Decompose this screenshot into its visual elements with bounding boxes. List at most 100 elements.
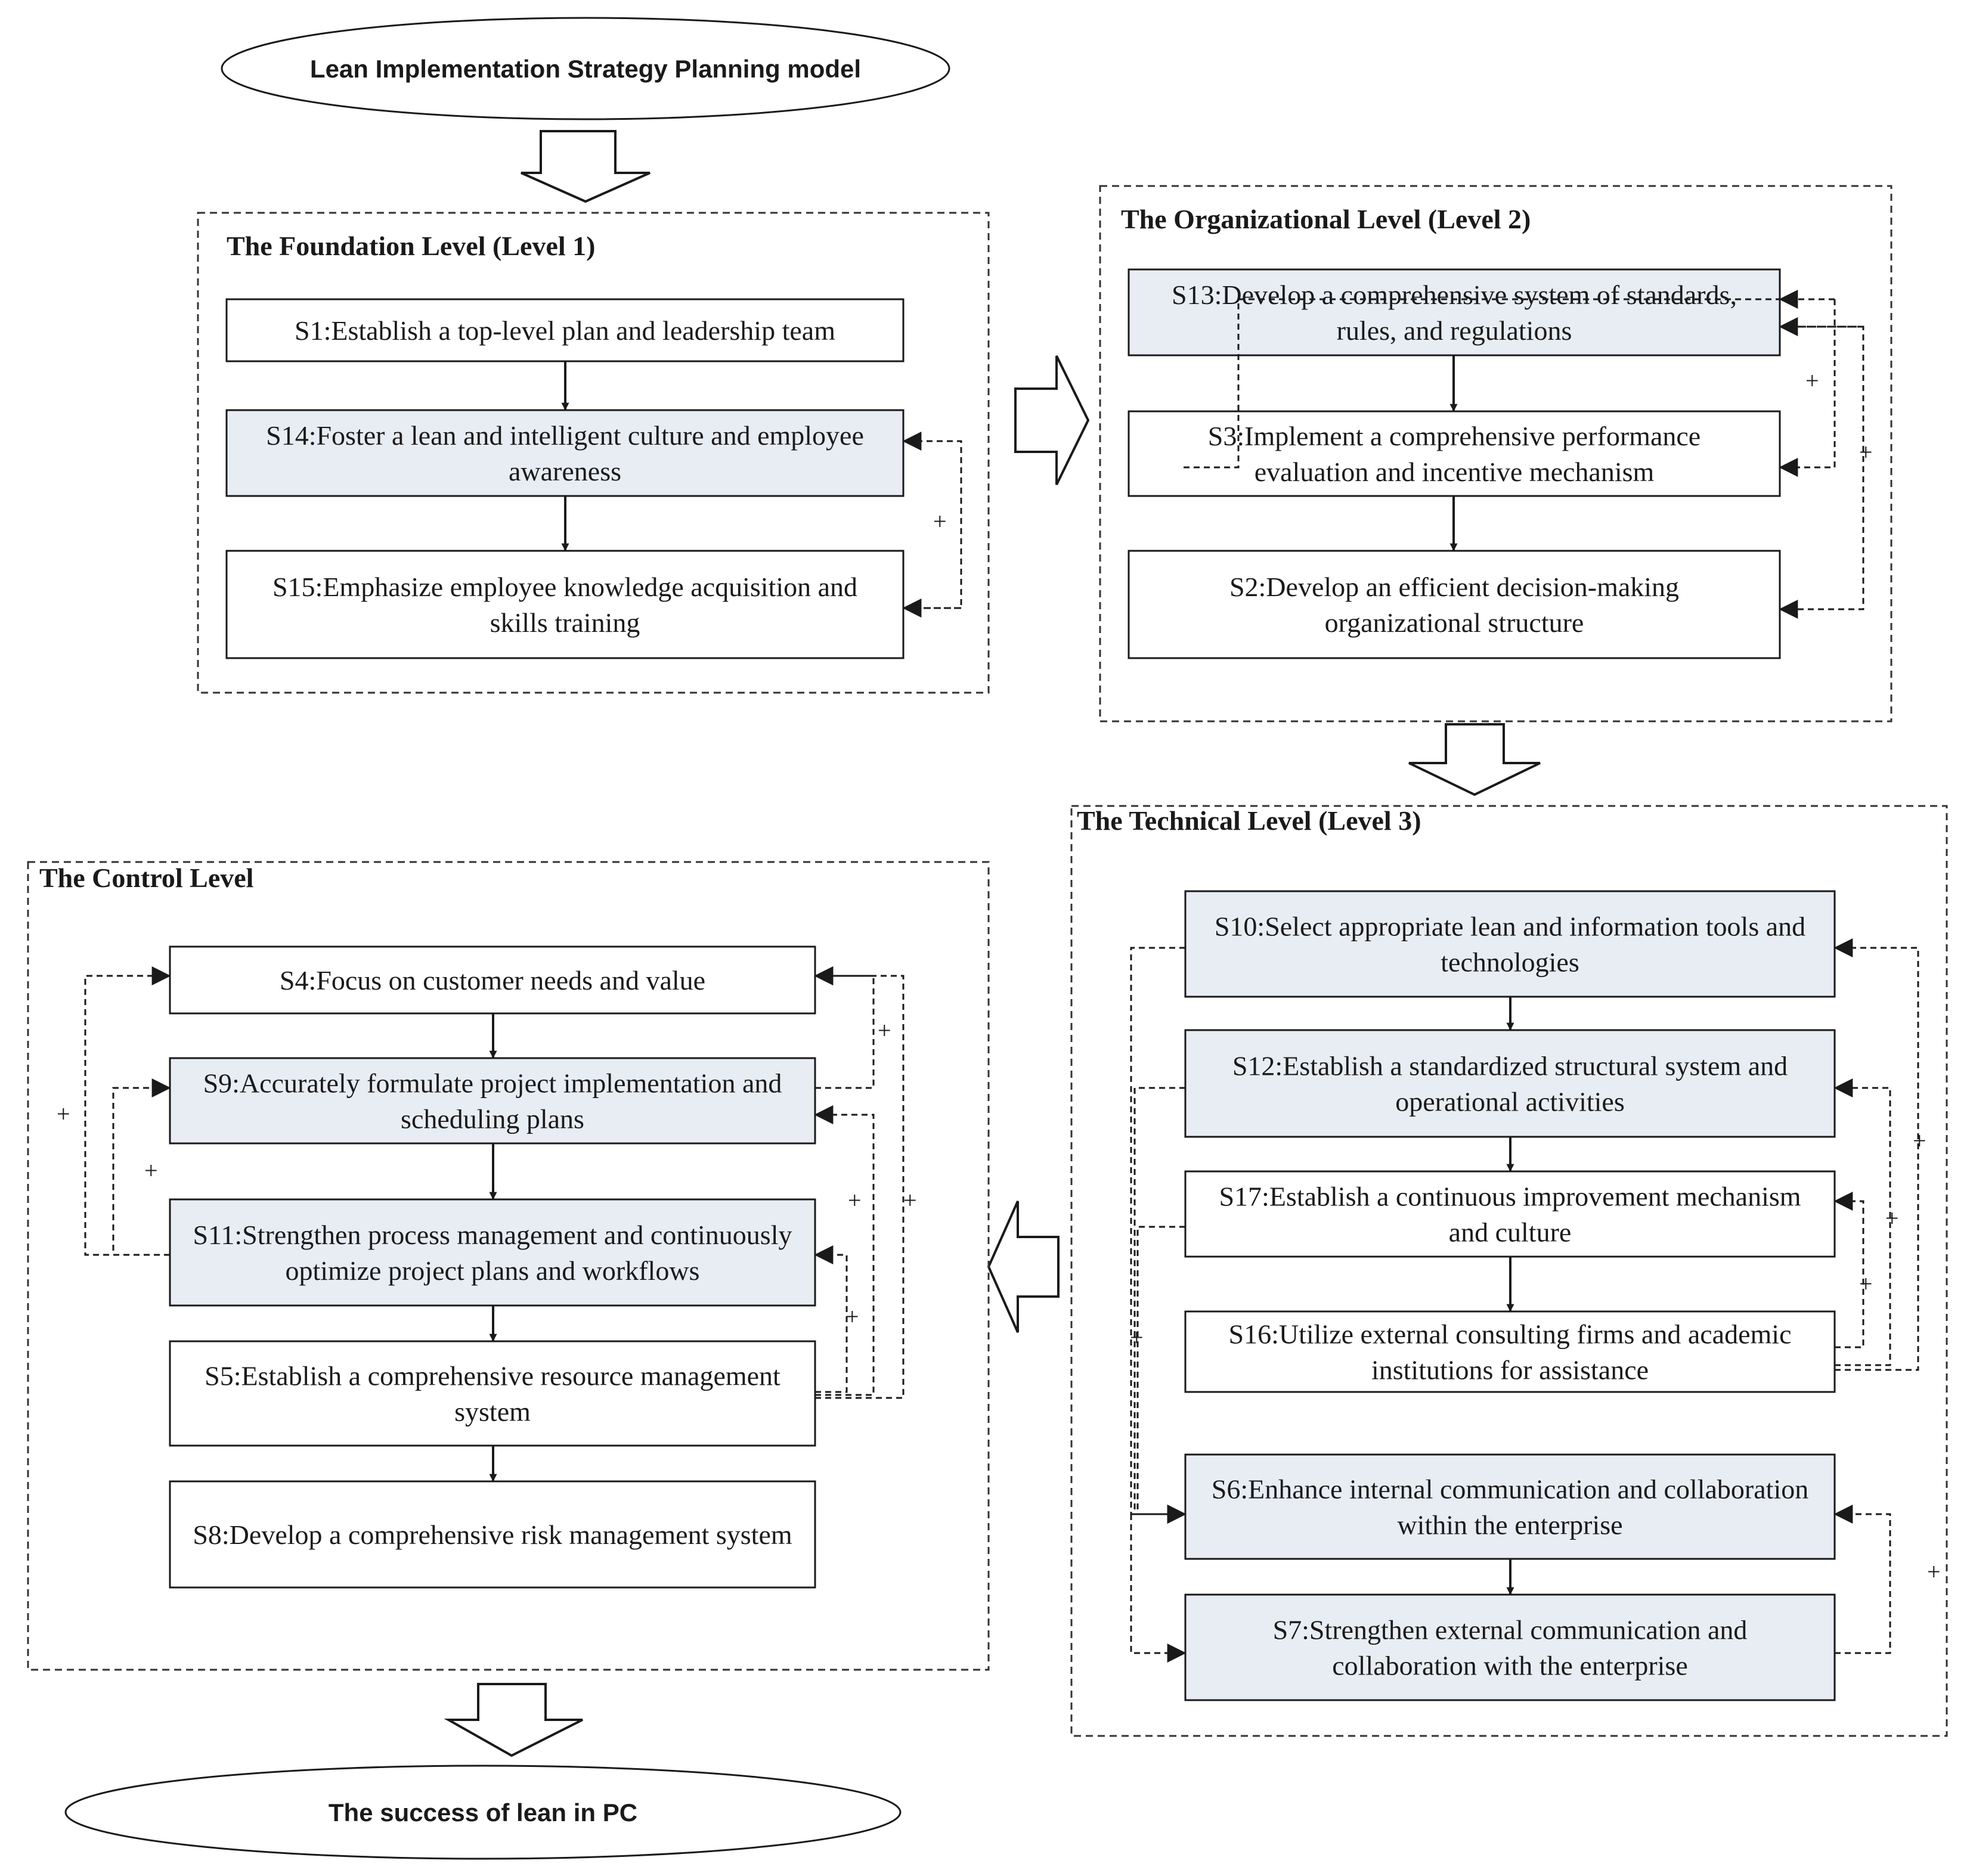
feedback-trunk-s7	[1130, 1514, 1187, 1663]
strategy-box-s6	[1184, 1453, 1836, 1560]
feedback-s13-s3-loop	[1779, 299, 1836, 477]
plus-sign: +	[848, 1187, 862, 1214]
strategy-box-s12	[1184, 1029, 1836, 1138]
plus-sign: +	[1130, 1324, 1144, 1351]
transition-arrow-start-to-foundation	[521, 130, 651, 203]
strategy-label-s2: S2:Develop an efficient decision-making	[1229, 572, 1679, 602]
strategy-s3: S3:Implement a comprehensive performance…	[1128, 410, 1781, 497]
strategy-label-s9: scheduling plans	[401, 1104, 584, 1134]
strategy-s14: S14:Foster a lean and intelligent cultur…	[225, 409, 905, 497]
strategy-label-s6: within the enterprise	[1397, 1510, 1622, 1540]
strategy-s11: S11:Strengthen process management and co…	[169, 1198, 816, 1307]
strategy-label-s10: technologies	[1441, 947, 1579, 978]
plus-sign: +	[1859, 439, 1873, 466]
strategy-s8: S8:Develop a comprehensive risk manageme…	[169, 1480, 816, 1589]
strategy-label-s17: and culture	[1449, 1217, 1572, 1248]
transition-arrow-control-to-end	[444, 1683, 583, 1757]
strategy-box-s2	[1128, 550, 1781, 659]
strategy-label-s11: optimize project plans and workflows	[286, 1255, 700, 1286]
strategy-label-s12: S12:Establish a standardized structural …	[1232, 1051, 1788, 1081]
transition-arrow-technical-to-control	[987, 1201, 1060, 1333]
strategy-s4: S4:Focus on customer needs and value	[169, 945, 816, 1015]
strategy-box-s16	[1184, 1310, 1836, 1393]
strategy-label-s9: S9:Accurately formulate project implemen…	[203, 1068, 782, 1099]
feedback-s16-s17	[1833, 1192, 1864, 1348]
strategy-label-s7: S7:Strengthen external communication and	[1273, 1615, 1748, 1645]
strategy-s6: S6:Enhance internal communication and co…	[1184, 1453, 1836, 1560]
strategy-box-s13	[1128, 268, 1781, 356]
strategy-label-s7: collaboration with the enterprise	[1332, 1651, 1688, 1681]
feedback-s16-s10	[1833, 938, 1919, 1371]
end-label: The success of lean in PC	[329, 1799, 637, 1827]
strategy-s15: S15:Emphasize employee knowledge acquisi…	[225, 550, 905, 659]
feedback-s5-s11	[814, 1245, 848, 1393]
strategy-label-s2: organizational structure	[1325, 607, 1584, 638]
main-flow-arrows	[489, 355, 1514, 1595]
start-node: Lean Implementation Strategy Planning mo…	[221, 17, 950, 120]
plus-sign: +	[1805, 367, 1819, 394]
plus-sign: +	[878, 1017, 891, 1044]
strategy-s1: S1:Establish a top-level plan and leader…	[225, 298, 905, 362]
strategy-label-s15: S15:Emphasize employee knowledge acquisi…	[272, 572, 857, 602]
strategy-s12: S12:Establish a standardized structural …	[1184, 1029, 1836, 1138]
strategy-box-s5	[169, 1340, 816, 1447]
strategy-s13: S13:Develop a comprehensive system of st…	[1128, 268, 1781, 356]
strategy-label-s3: S3:Implement a comprehensive performance	[1208, 421, 1700, 451]
strategy-label-s5: S5:Establish a comprehensive resource ma…	[205, 1361, 780, 1391]
strategy-box-s10	[1184, 890, 1836, 998]
feedback-s10-trunk	[1130, 947, 1187, 1524]
feedback-s11-s4	[84, 966, 171, 1256]
strategy-label-s10: S10:Select appropriate lean and informat…	[1215, 911, 1805, 942]
strategy-box-s11	[169, 1198, 816, 1307]
strategy-label-s15: skills training	[490, 607, 640, 638]
strategy-label-s3: evaluation and incentive mechanism	[1255, 457, 1655, 487]
control-level-title: The Control Level	[39, 863, 253, 893]
strategy-s2: S2:Develop an efficient decision-making o…	[1128, 550, 1781, 659]
plus-sign: +	[1885, 1205, 1899, 1232]
strategy-label-s17: S17:Establish a continuous improvement m…	[1219, 1182, 1801, 1212]
strategy-label-s12: operational activities	[1395, 1087, 1624, 1117]
strategy-label-s16: institutions for assistance	[1371, 1355, 1649, 1385]
plus-sign: +	[1927, 1558, 1941, 1585]
start-label: Lean Implementation Strategy Planning mo…	[310, 55, 861, 83]
feedback-s15-s14	[902, 432, 962, 609]
strategy-label-s11: S11:Strengthen process management and co…	[193, 1220, 792, 1250]
strategy-label-s14: awareness	[509, 456, 621, 486]
plus-sign: +	[845, 1303, 859, 1330]
strategy-s16: S16:Utilize external consulting firms an…	[1184, 1310, 1836, 1393]
end-node: The success of lean in PC	[64, 1765, 902, 1860]
foundation-level-frame	[197, 212, 990, 694]
feedback-s12-trunk	[1133, 1087, 1187, 1524]
feedback-s5-s4	[814, 966, 905, 1399]
control-level-frame	[27, 861, 990, 1671]
feedback-s9-s4	[814, 966, 875, 1089]
strategy-box-s9	[169, 1057, 816, 1145]
strategy-label-s13: S13:Develop a comprehensive system of st…	[1172, 280, 1737, 310]
feedback-s7-s6	[1833, 1505, 1891, 1654]
organizational-level-title: The Organizational Level (Level 2)	[1121, 204, 1531, 234]
feedback-s5-s9	[814, 1105, 875, 1396]
plus-sign: +	[903, 1187, 917, 1214]
foundation-level-title: The Foundation Level (Level 1)	[227, 231, 595, 261]
feedback-s16-s12	[1833, 1078, 1891, 1366]
technical-level-frame	[1070, 805, 1948, 1737]
plus-sign: +	[57, 1100, 70, 1127]
strategy-s7: S7:Strengthen external communication and…	[1184, 1593, 1836, 1701]
transition-arrow-organizational-to-technical	[1408, 723, 1541, 796]
plus-sign: +	[1913, 1127, 1926, 1154]
feedback-s2-s13	[1779, 325, 1864, 619]
transition-arrow-foundation-to-organizational	[1014, 355, 1090, 485]
feedback-signs: + + + + + + + + + + + + + +	[57, 367, 1941, 1585]
strategy-label-s5: system	[454, 1397, 531, 1427]
strategy-label-s16: S16:Utilize external consulting firms an…	[1229, 1319, 1792, 1350]
feedback-s17-trunk	[1136, 1226, 1187, 1524]
plus-sign: +	[1859, 1270, 1873, 1297]
strategy-s17: S17:Establish a continuous improvement m…	[1184, 1170, 1836, 1258]
technical-level-title: The Technical Level (Level 3)	[1077, 805, 1421, 836]
strategy-label-s4: S4:Focus on customer needs and value	[280, 965, 705, 996]
plus-sign: +	[144, 1157, 158, 1184]
feedback-loops	[84, 290, 1919, 1663]
strategy-box-s15	[225, 550, 905, 659]
strategy-label-s14: S14:Foster a lean and intelligent cultur…	[266, 420, 864, 451]
